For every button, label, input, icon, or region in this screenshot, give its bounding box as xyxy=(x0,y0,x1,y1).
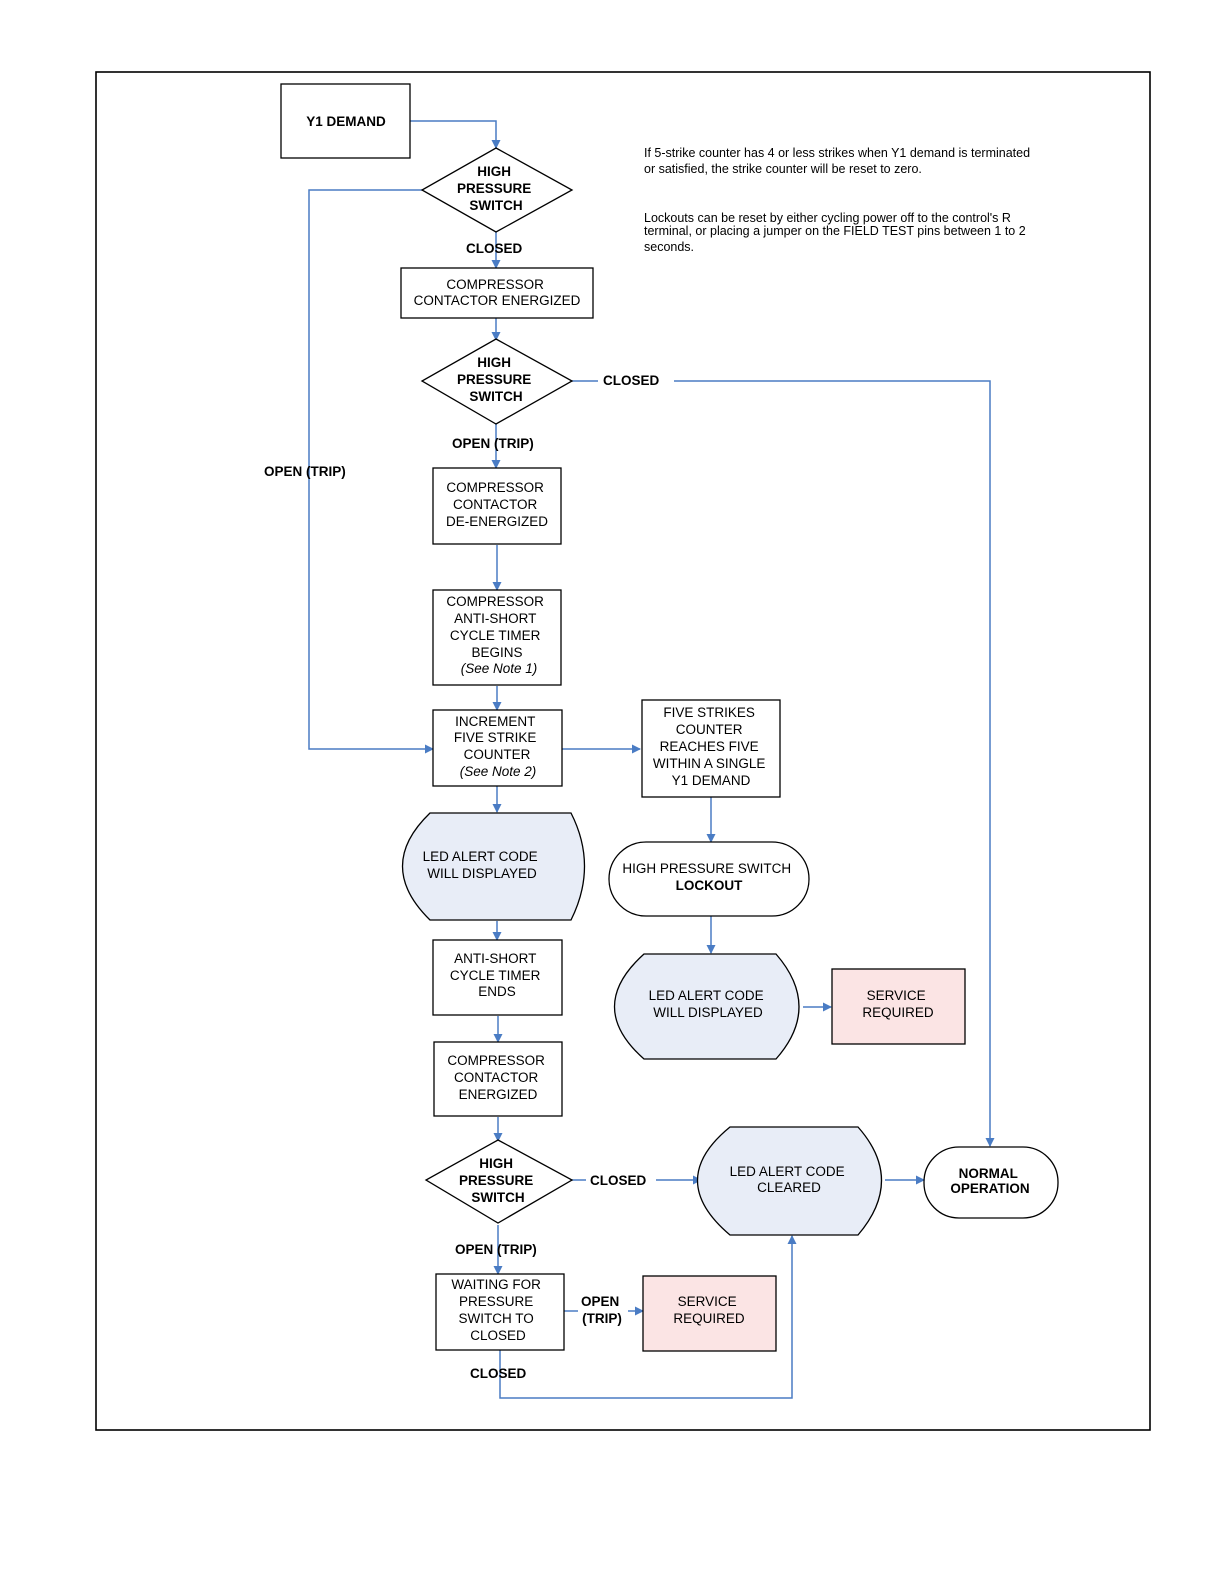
svg-text:COMPRESSOR CONTACTOR: COMPRESSOR CONTACTOR DE-ENERGIZED xyxy=(446,480,548,529)
svg-text:FIVE STRIKES COUNTER: FIVE STRIKES COUNTER REACHES FIVE WITHIN… xyxy=(653,705,769,788)
label-hps2-closed: CLOSED xyxy=(603,373,660,388)
svg-text:HIGH PRESSURE SWIT: HIGH PRESSURE SWITCH xyxy=(457,355,535,404)
node-five-strikes-reached: FIVE STRIKES COUNTER REACHES FIVE WITHIN… xyxy=(641,699,781,798)
svg-text:LED ALERT CODE CLEARED: LED ALERT CODE CLEARED xyxy=(730,1164,849,1195)
edge-hps2-closed-b xyxy=(674,380,995,1147)
diagram-frame xyxy=(95,71,1151,1431)
node-hps3-decision: HIGH PRESSURE SWITCH xyxy=(424,1139,574,1224)
svg-text:Y1 DEMAND: Y1 DEMAND xyxy=(306,114,386,129)
label-hps1-open: OPEN (TRIP) xyxy=(264,464,346,479)
svg-text:LED ALERT CODE WILL DISP: LED ALERT CODE WILL DISPLAYED xyxy=(423,849,542,881)
svg-text:LED ALERT CODE WILL DISP: LED ALERT CODE WILL DISPLAYED xyxy=(649,988,768,1020)
node-compressor-contactor-deenergized: COMPRESSOR CONTACTOR DE-ENERGIZED xyxy=(432,467,562,545)
node-led-alert-displayed-1: LED ALERT CODE WILL DISPLAYED xyxy=(401,812,586,921)
node-hps2-decision: HIGH PRESSURE SWITCH xyxy=(420,338,574,425)
svg-text:SERVICE REQUIRED: SERVICE REQUIRED xyxy=(862,988,934,1020)
connectors xyxy=(308,120,995,1399)
svg-text:NORMAL OPERATION: NORMAL OPERATION xyxy=(950,1166,1029,1196)
svg-text:(See Note 2): (See Note 2) xyxy=(460,764,537,779)
svg-text:COMPRESSOR CONTACTOR ENE: COMPRESSOR CONTACTOR ENERGIZED xyxy=(414,277,581,308)
svg-text:HIGH PRESSURE SWITCH LOC: HIGH PRESSURE SWITCH LOCKOUT xyxy=(622,860,795,893)
node-service-required-1: SERVICE REQUIRED xyxy=(831,968,966,1045)
svg-text:WAITING FOR PRESSURE: WAITING FOR PRESSURE SWITCH TO CLOSED xyxy=(451,1277,544,1343)
label-hps1-closed: CLOSED xyxy=(466,241,523,256)
note-strike-reset: If 5-strike counter has 4 or less strike… xyxy=(644,146,1034,176)
svg-text:ANTI-SHORT CYCLE TIMER: ANTI-SHORT CYCLE TIMER ENDS xyxy=(450,951,544,999)
node-normal-operation: NORMAL OPERATION xyxy=(923,1146,1059,1219)
node-hps1-decision: HIGH PRESSURE SWITCH xyxy=(420,147,574,233)
node-increment-five-strike-counter: INCREMENT FIVE STRIKE COUNTER (See Note … xyxy=(432,709,563,787)
node-anti-short-timer-begins: COMPRESSOR ANTI-SHORT CYCLE TIMER BEGINS… xyxy=(432,589,562,686)
node-compressor-contactor-energized-1: COMPRESSOR CONTACTOR ENERGIZED xyxy=(400,267,594,319)
node-high-pressure-switch-lockout: HIGH PRESSURE SWITCH LOCKOUT xyxy=(608,841,810,917)
label-waiting-closed: CLOSED xyxy=(470,1366,527,1381)
label-waiting-open: OPEN (TRIP) xyxy=(581,1294,623,1326)
svg-text:INCREMENT FIVE STRIKE: INCREMENT FIVE STRIKE COUNTER xyxy=(454,714,540,762)
label-hps2-open: OPEN (TRIP) xyxy=(452,436,534,451)
edge-hps1-open xyxy=(308,189,434,754)
edge-waiting-closed xyxy=(499,1235,797,1399)
svg-text:SERVICE REQUIRED: SERVICE REQUIRED xyxy=(673,1294,745,1326)
node-led-alert-displayed-2: LED ALERT CODE WILL DISPLAYED xyxy=(613,953,800,1060)
node-led-alert-cleared: LED ALERT CODE CLEARED xyxy=(697,1126,883,1236)
svg-text:COMPRESSOR ANTI-SHORT: COMPRESSOR ANTI-SHORT CYCLE TIMER BEGINS xyxy=(446,594,547,660)
svg-text:COMPRESSOR CONTACTOR: COMPRESSOR CONTACTOR ENERGIZED xyxy=(447,1053,548,1102)
svg-text:HIGH PRESSURE SWIT: HIGH PRESSURE SWITCH xyxy=(457,164,535,213)
label-hps3-open: OPEN (TRIP) xyxy=(455,1242,537,1257)
node-anti-short-timer-ends: ANTI-SHORT CYCLE TIMER ENDS xyxy=(432,939,563,1016)
node-compressor-contactor-energized-2: COMPRESSOR CONTACTOR ENERGIZED xyxy=(433,1041,563,1117)
svg-text:(See Note 1): (See Note 1) xyxy=(461,661,538,676)
svg-text:HIGH PRESSURE SWIT: HIGH PRESSURE SWITCH xyxy=(459,1156,537,1205)
node-service-required-2: SERVICE REQUIRED xyxy=(642,1275,777,1352)
node-y1-demand: Y1 DEMAND xyxy=(280,83,411,159)
label-hps3-closed: CLOSED xyxy=(590,1173,647,1188)
node-waiting-for-switch-closed: WAITING FOR PRESSURE SWITCH TO CLOSED xyxy=(435,1273,565,1351)
edge-y1-to-hps1 xyxy=(410,120,501,149)
note-lockout-reset: Lockouts can be reset by either cycling … xyxy=(644,211,1029,254)
